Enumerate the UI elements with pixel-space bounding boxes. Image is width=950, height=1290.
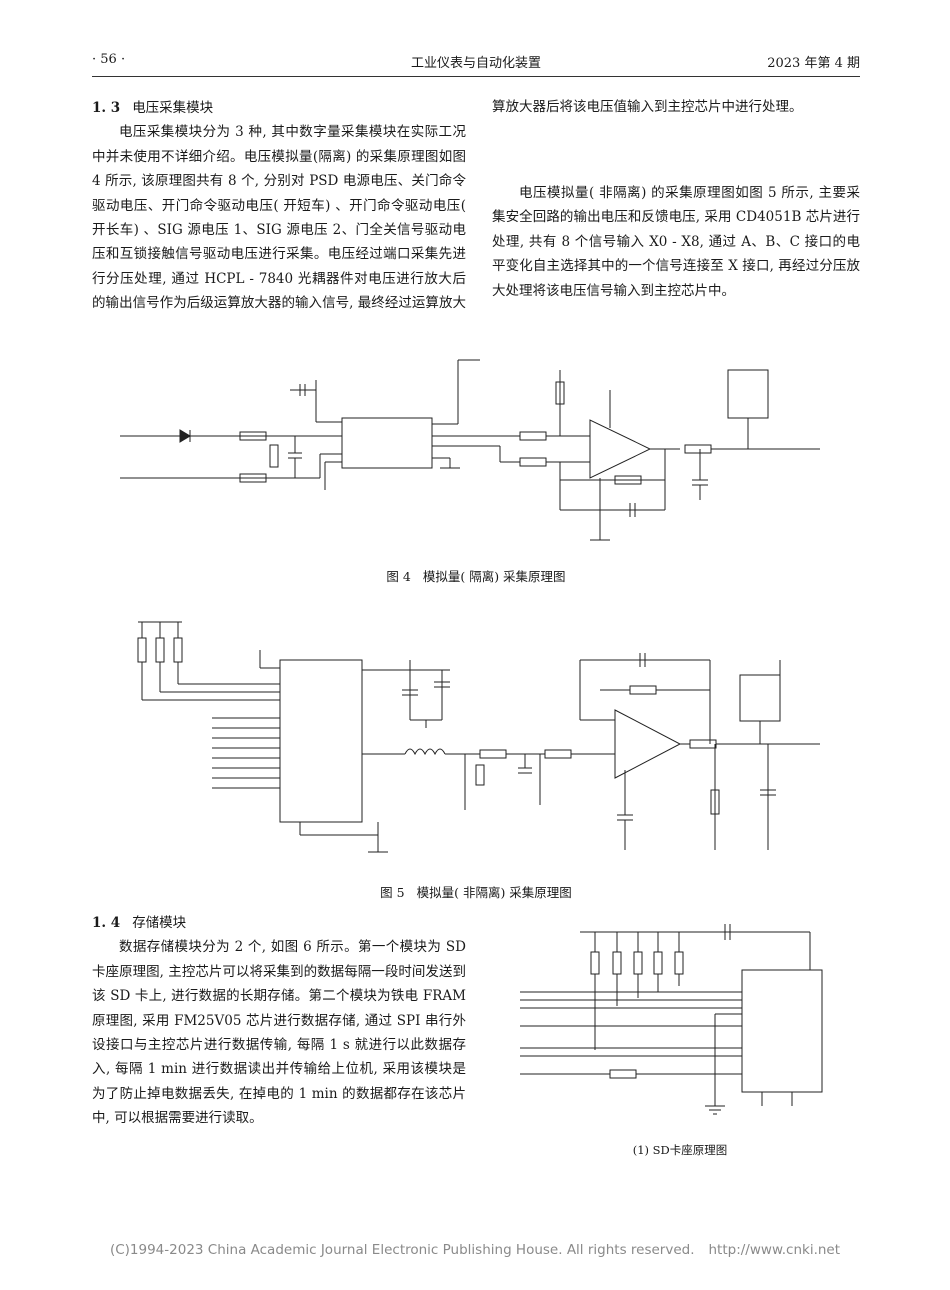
journal-title: 工业仪表与自动化装置 (410, 56, 541, 71)
paragraph-voltage-2: 电压模拟量( 非隔离) 的采集原理图如图 5 所示, 主要采集安全回路的输出电压… (492, 185, 860, 299)
paragraph-storage: 数据存储模块分为 2 个, 如图 6 所示。第一个模块为 SD 卡座原理图, 主… (92, 939, 466, 1127)
section-number: 1. 3 (92, 100, 121, 116)
cnki-url[interactable]: http://www.cnki.net (708, 1242, 841, 1258)
copyright-text: (C)1994-2023 China Academic Journal Elec… (109, 1242, 695, 1258)
figure-6-svg (520, 924, 823, 1115)
figure-4-title: 模拟量( 隔离) 采集原理图 (422, 569, 566, 584)
figure-4-number: 图 4 (386, 569, 411, 584)
section-heading-1-4: 1. 4 存储模块 (92, 911, 466, 935)
figure-6-sd-schematic (510, 910, 850, 1140)
figure-4-svg (120, 359, 820, 541)
figure-4-caption: 图 4 模拟量( 隔离) 采集原理图 (92, 566, 860, 585)
section-number: 1. 4 (92, 915, 121, 931)
figure-5-number: 图 5 (380, 885, 405, 900)
figure-6a-caption: (1) SD卡座原理图 (632, 1143, 728, 1157)
section-title: 电压采集模块 (132, 100, 214, 116)
copyright-footer: (C)1994-2023 China Academic Journal Elec… (0, 1242, 950, 1258)
section-title: 存储模块 (132, 915, 187, 931)
figure-5-title: 模拟量( 非隔离) 采集原理图 (416, 885, 572, 900)
figure-5-schematic (120, 600, 840, 870)
running-header: · 56 · 工业仪表与自动化装置 2023 年第 4 期 (92, 52, 860, 74)
header-rule (92, 76, 860, 77)
figure-5-svg (137, 621, 820, 853)
paragraph-voltage-1: 电压采集模块分为 3 种, 其中数字量采集模块在实际工况中并未使用不详细介绍。电… (92, 124, 466, 312)
right-column-top: 电压采集模块分为 3 种, 其中数字量采集模块在实际工况中并未使用不详细介绍。电… (492, 96, 860, 303)
paragraph-voltage-1-cont: 电压采集模块分为 3 种, 其中数字量采集模块在实际工况中并未使用不详细介绍。电… (492, 96, 860, 169)
figure-4-schematic (120, 350, 840, 560)
issue-label: 2023 年第 4 期 (767, 56, 860, 71)
section-heading-1-3: 1. 3 电压采集模块 (92, 96, 466, 120)
page-number: · 56 · (92, 52, 126, 67)
left-column-bottom: 1. 4 存储模块 数据存储模块分为 2 个, 如图 6 所示。第一个模块为 SD… (92, 911, 466, 1131)
left-column-top: 1. 3 电压采集模块 电压采集模块分为 3 种, 其中数字量采集模块在实际工况中… (92, 96, 466, 316)
paragraph-voltage-1-continued-text: 电压采集模块分为 3 种, 其中数字量采集模块在实际工况中并未使用不详细介绍。电… (492, 99, 803, 116)
figure-5-caption: 图 5 模拟量( 非隔离) 采集原理图 (92, 882, 860, 901)
